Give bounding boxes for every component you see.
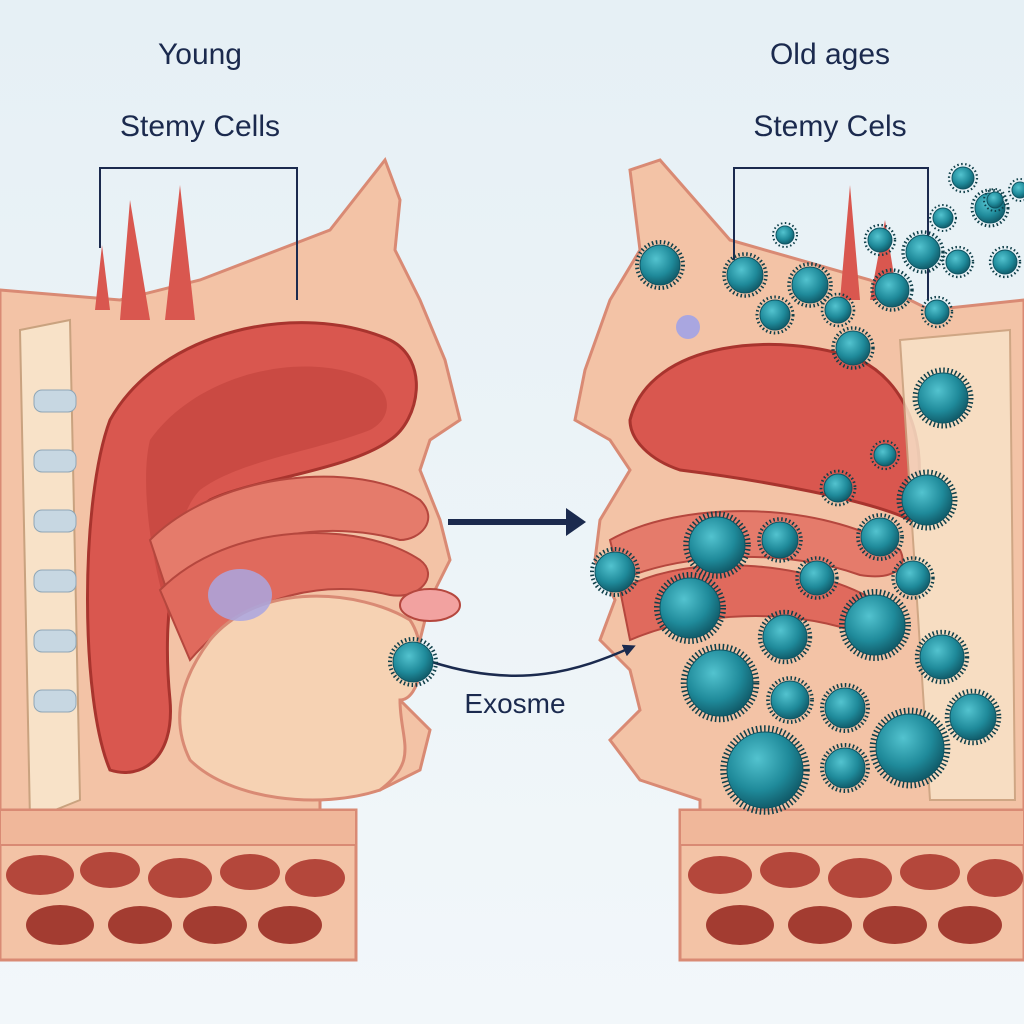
exosome-particle-icon <box>831 326 875 370</box>
young-subtitle: Stemy Cells <box>119 110 281 143</box>
exosome-particle-icon <box>839 589 911 661</box>
exosome-particles <box>388 162 1024 815</box>
exosome-particle-icon <box>929 204 957 232</box>
exosome-particle-icon <box>680 643 760 723</box>
exosome-label: Exosme <box>464 688 566 719</box>
exosome-particle-icon <box>944 688 1002 746</box>
old-title: Old ages <box>769 38 891 71</box>
exosome-particle-icon <box>869 439 901 471</box>
exosome-particle-icon <box>755 295 795 335</box>
old-subtitle: Stemy Cels <box>753 110 907 143</box>
exosome-particle-icon <box>635 240 685 290</box>
exosome-particle-icon <box>683 511 751 579</box>
exosome-particle-icon <box>720 725 810 815</box>
exosome-particle-icon <box>947 162 979 194</box>
exosome-particle-icon <box>988 245 1022 279</box>
exosome-particle-icon <box>388 637 438 687</box>
exosome-particle-icon <box>590 547 640 597</box>
exosome-particle-icon <box>941 245 975 279</box>
exosome-particle-icon <box>772 222 798 248</box>
exosome-particle-icon <box>870 268 914 312</box>
exosome-particle-icon <box>983 188 1007 212</box>
young-bracket <box>99 167 298 300</box>
exosome-particle-icon <box>914 629 970 685</box>
young-title: Young <box>158 38 242 71</box>
young-tissue-block <box>0 808 358 962</box>
exosome-particle-icon <box>856 513 904 561</box>
exosome-particle-icon <box>912 367 974 429</box>
exosome-particle-icon <box>795 556 839 600</box>
exosome-particle-icon <box>757 609 813 665</box>
exosome-particle-icon <box>896 469 958 531</box>
exosome-particle-icon <box>820 292 856 328</box>
exosome-particle-icon <box>920 295 954 329</box>
exosome-particle-icon <box>787 262 833 308</box>
exosome-particle-icon <box>891 556 935 600</box>
exosome-particle-icon <box>1008 178 1024 202</box>
exosome-particle-icon <box>654 572 726 644</box>
exosome-particle-icon <box>869 707 951 789</box>
exosome-particle-icon <box>819 469 857 507</box>
young-head-cross-section <box>0 156 462 832</box>
exosome-transfer-arrow-icon <box>431 644 636 677</box>
old-tissue-block <box>678 808 1024 962</box>
exosome-particle-icon <box>757 517 803 563</box>
exosome-particle-icon <box>820 683 870 733</box>
exosome-particle-icon <box>820 743 870 793</box>
exosome-particle-icon <box>863 223 897 257</box>
exosome-particle-icon <box>901 230 945 274</box>
arrow-right-head-icon <box>566 508 586 536</box>
exosome-particle-icon <box>722 252 768 298</box>
old-bracket <box>733 167 929 300</box>
exosome-particle-icon <box>766 676 814 724</box>
